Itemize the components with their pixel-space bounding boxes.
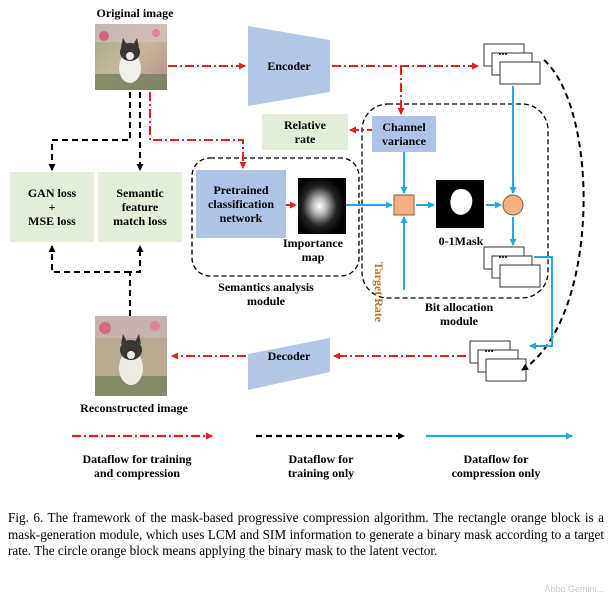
semantic-loss-line1: Semantic: [116, 186, 164, 200]
encoder-block: [248, 26, 330, 106]
framework-diagram: [48, 24, 585, 440]
flow-masked-latent-to-decoder: [529, 256, 553, 350]
bit-allocation-line1: Bit allocation: [424, 300, 494, 314]
pretrained-line3: network: [219, 211, 263, 225]
decoder-label: Decoder: [267, 349, 311, 363]
semantics-module-boundary: [191, 157, 360, 277]
legend-blue-line2: compression only: [451, 466, 541, 480]
encoder-label: Encoder: [267, 59, 311, 73]
flow-recon-to-gan-loss: [48, 245, 130, 273]
latent-stack-bottom: [469, 340, 527, 382]
figure-caption: Fig. 6. The framework of the mask-based …: [8, 510, 604, 558]
legend-blue-line1: Dataflow for: [463, 452, 529, 466]
legend-red-line1: Dataflow for training: [82, 452, 192, 466]
latent-dots-top: ...: [498, 44, 508, 58]
channel-variance-line2: variance: [382, 134, 426, 148]
pretrained-line1: Pretrained: [213, 183, 269, 197]
flow-recon-to-semantic-loss: [129, 245, 144, 316]
mask-label: 0-1Mask: [438, 234, 484, 248]
latent-dots-bottom: ...: [484, 341, 494, 355]
latent-stack-top: [483, 43, 541, 85]
original-image: [95, 24, 167, 90]
reconstructed-image: [95, 316, 167, 396]
legend-black-line1: Dataflow for: [288, 452, 354, 466]
binary-mask: [436, 180, 484, 228]
semantic-loss-line2: feature: [121, 200, 159, 214]
relative-rate-line2: rate: [294, 132, 316, 146]
semantics-module-line2: module: [246, 294, 285, 308]
semantic-loss-line3: match loss: [113, 214, 167, 228]
reconstructed-image-label: Reconstructed image: [80, 401, 188, 415]
importance-map-line1: Importance: [283, 236, 343, 250]
latent-stack-mid: [483, 246, 541, 288]
legend-red-line2: and compression: [93, 466, 181, 480]
mask-apply-circle: [502, 194, 524, 216]
gan-loss-box: GAN loss+MSE loss: [10, 172, 94, 242]
gan-loss-line1: GAN loss: [27, 186, 77, 200]
importance-map-line2: map: [301, 250, 325, 264]
bit-allocation-line2: module: [439, 314, 478, 328]
bit-allocation-boundary: [361, 103, 549, 299]
flow-latent-bypass: [521, 59, 585, 371]
importance-map: [298, 178, 346, 234]
gan-loss-line3: MSE loss: [28, 214, 76, 228]
mask-generation-block: [393, 194, 415, 216]
gan-loss-line2: +: [48, 200, 56, 214]
semantics-module-line1: Semantics analysis: [218, 280, 314, 294]
original-image-label: Original image: [96, 6, 174, 20]
flow-image-to-network: [149, 92, 247, 169]
target-rate-label: Target Rate: [372, 261, 386, 323]
decoder-block: [248, 338, 330, 390]
channel-variance-line1: Channel: [382, 120, 426, 134]
relative-rate-line1: Relative: [284, 118, 326, 132]
watermark: Abbo Gemini...: [544, 584, 604, 594]
flow-image-to-gan-loss: [48, 92, 131, 171]
pretrained-line2: classification: [208, 197, 274, 211]
latent-dots-mid: ...: [498, 247, 508, 261]
legend-black-line2: training only: [287, 466, 355, 480]
